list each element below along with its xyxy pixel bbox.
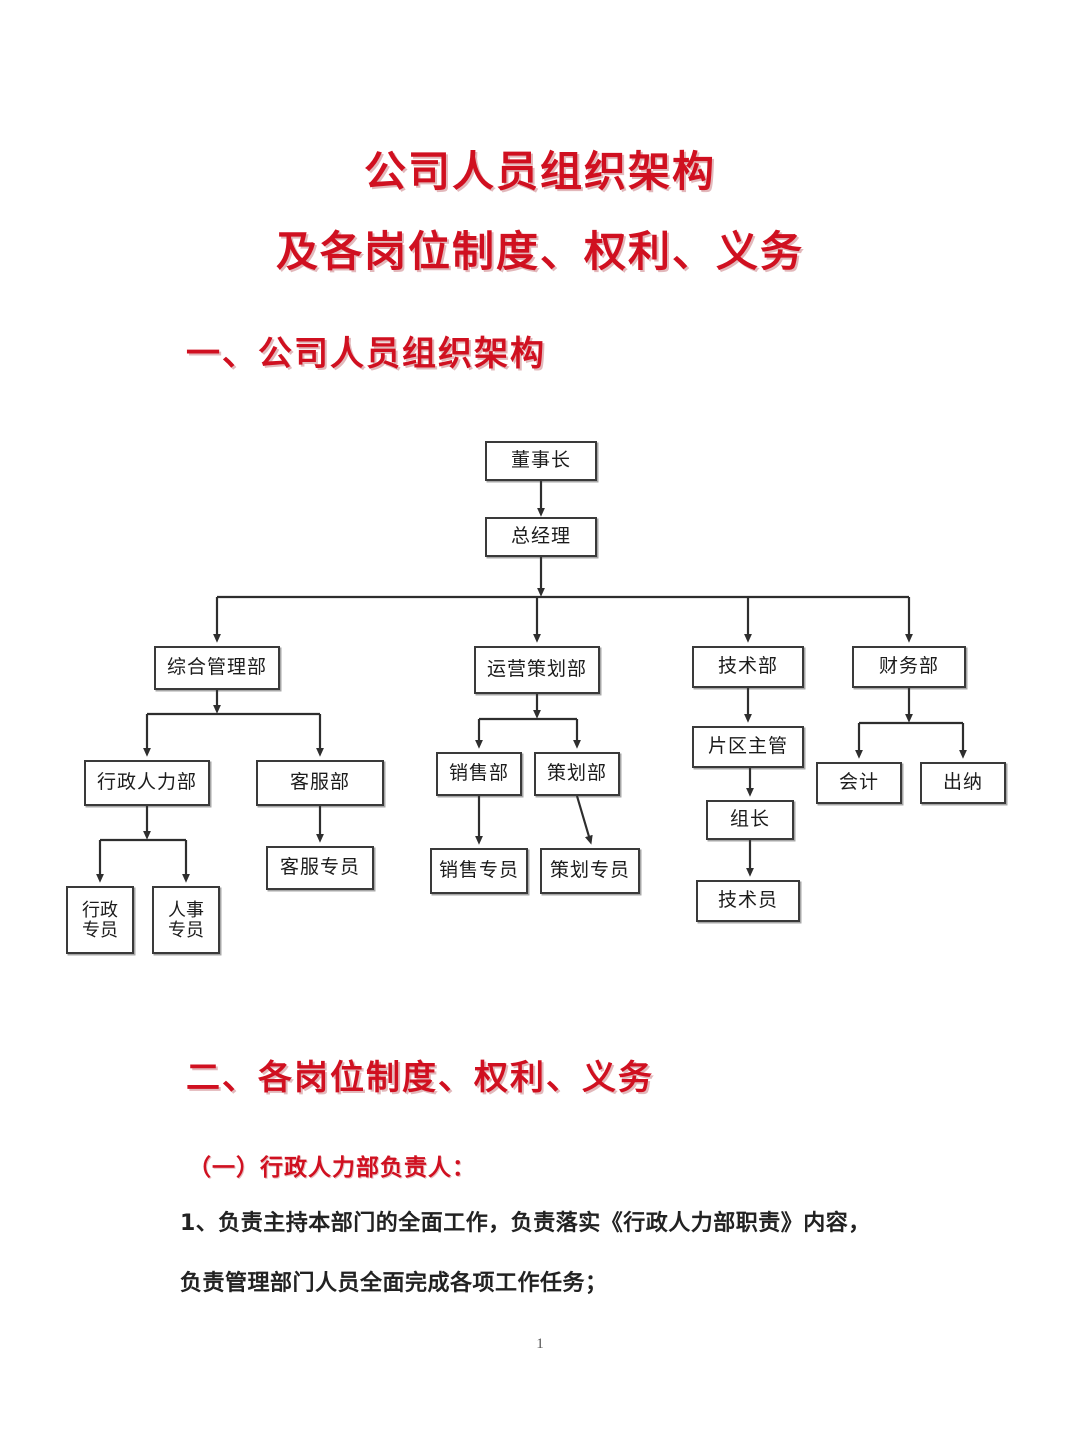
node-technology-dept: 技术部 xyxy=(692,646,804,688)
node-planning-specialist: 策划专员 xyxy=(540,848,640,894)
node-general-manager: 总经理 xyxy=(485,517,597,557)
node-operations-planning-dept: 运营策划部 xyxy=(474,646,600,694)
page-number: 1 xyxy=(536,1336,544,1352)
node-technician: 技术员 xyxy=(696,880,800,922)
node-comprehensive-management-dept: 综合管理部 xyxy=(154,646,280,690)
node-team-leader: 组长 xyxy=(706,800,794,840)
node-sales-specialist: 销售专员 xyxy=(430,848,528,894)
node-hr-admin-dept: 行政人力部 xyxy=(84,760,210,806)
node-administrative-specialist: 行政专员 xyxy=(66,886,134,954)
node-customer-service-dept: 客服部 xyxy=(256,760,384,806)
node-region-supervisor: 片区主管 xyxy=(692,726,804,768)
node-finance-dept: 财务部 xyxy=(852,646,966,688)
document-title-line-1: 公司人员组织架构 xyxy=(363,147,716,196)
node-cashier: 出纳 xyxy=(920,762,1006,804)
node-hr-specialist: 人事专员 xyxy=(152,886,220,954)
document-title-line-2: 及各岗位制度、权利、义务 xyxy=(275,227,804,276)
node-planning-dept: 策划部 xyxy=(534,752,620,796)
section-one-heading: 一、公司人员组织架构 xyxy=(186,334,546,374)
body-paragraph-line-1: 1、负责主持本部门的全面工作，负责落实《行政人力部职责》内容， xyxy=(180,1211,871,1236)
subsection-a-heading: （一）行政人力部负责人： xyxy=(188,1155,476,1181)
body-paragraph-line-2: 负责管理部门人员全面完成各项工作任务； xyxy=(180,1271,608,1296)
node-sales-dept: 销售部 xyxy=(436,752,522,796)
node-accountant: 会计 xyxy=(816,762,902,804)
section-two-heading: 二、各岗位制度、权利、义务 xyxy=(186,1058,654,1098)
node-chairman: 董事长 xyxy=(485,441,597,481)
node-customer-service-specialist: 客服专员 xyxy=(266,846,374,890)
